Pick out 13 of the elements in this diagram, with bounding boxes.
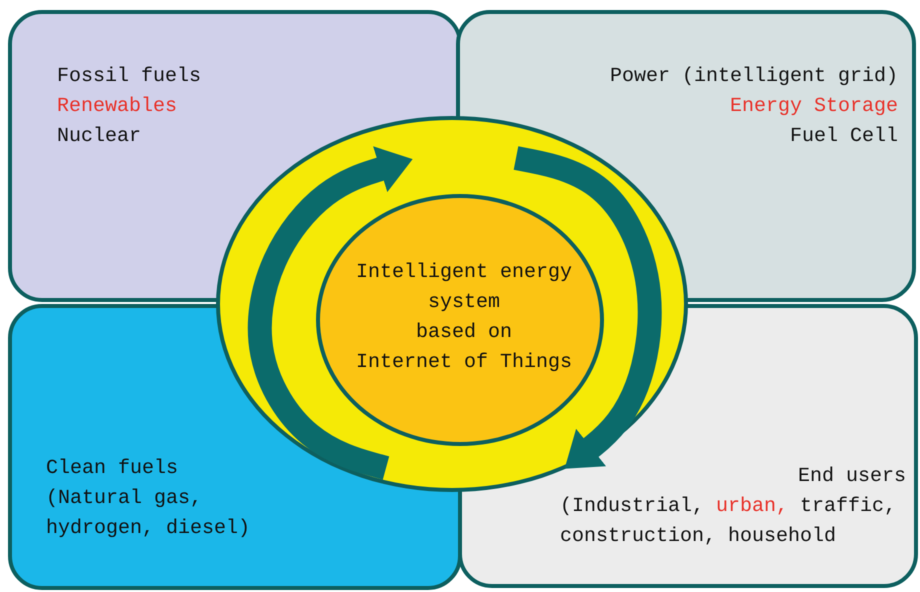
label-text: Nuclear <box>57 124 142 150</box>
label-text: Energy Storage <box>730 94 898 120</box>
label-text: Renewables <box>57 94 178 120</box>
label-text: Power (intelligent grid) <box>610 64 898 90</box>
label-text: (Industrial, urban, traffic, construction, household <box>560 494 896 550</box>
label-text: Fossil fuels <box>57 64 202 90</box>
label-text: Clean fuels <box>46 456 178 482</box>
label-text: Fuel Cell <box>790 124 898 150</box>
label-text: End users <box>798 464 906 490</box>
cycle-arrow <box>248 146 413 480</box>
cycle-arrow <box>514 146 662 469</box>
label-text: Intelligent energy system based on Internet of Things <box>356 260 572 376</box>
label-text: (Natural gas, hydrogen, diesel) <box>46 486 250 542</box>
